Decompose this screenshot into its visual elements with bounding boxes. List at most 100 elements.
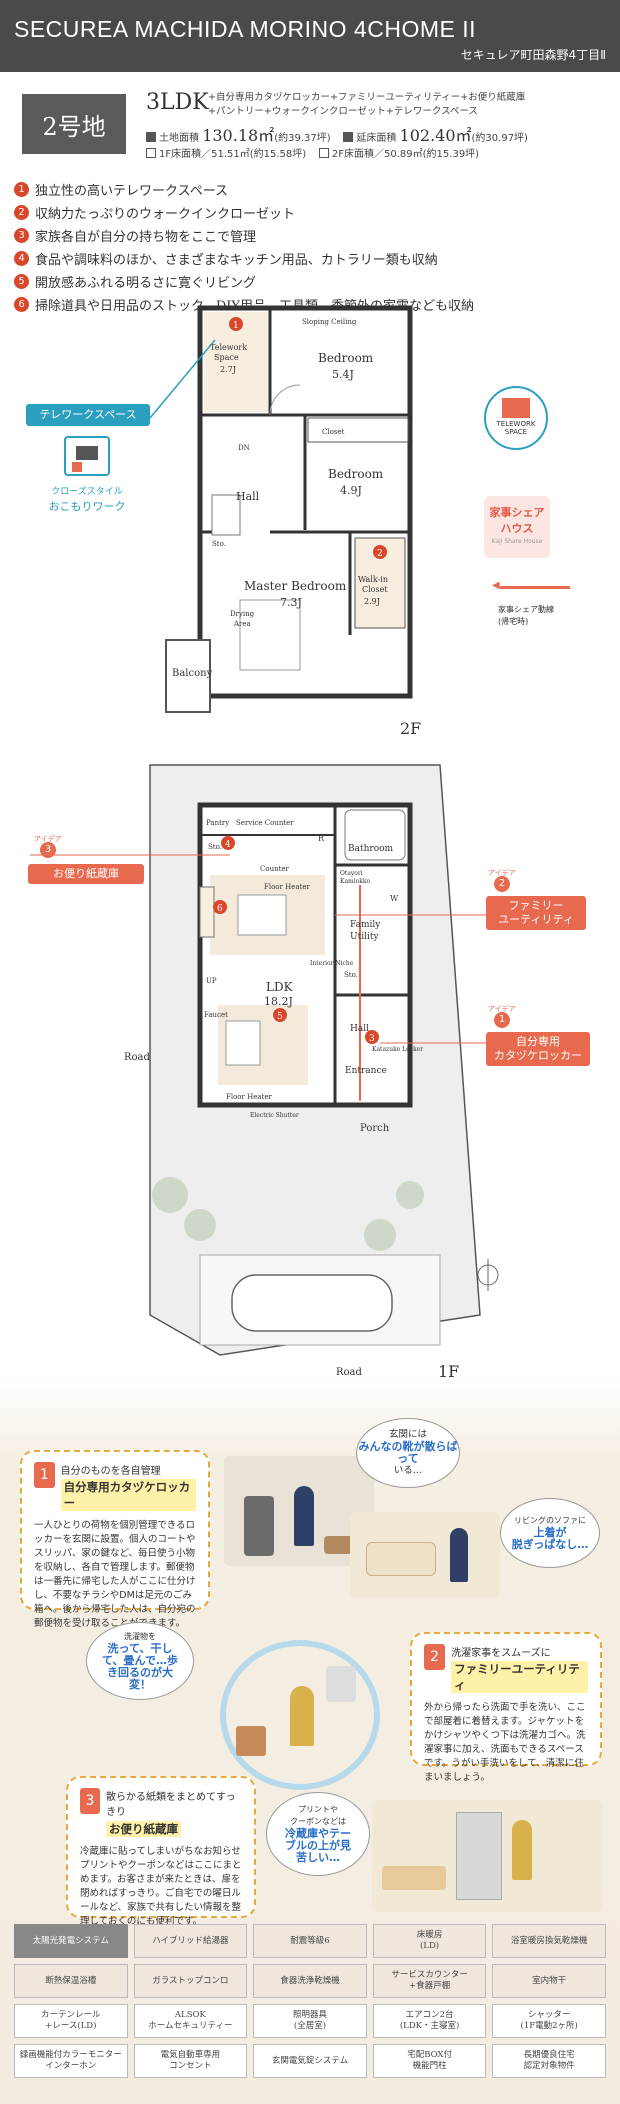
lot-number-badge: 2号地 (22, 94, 126, 154)
callout-2-number: 2 (494, 876, 510, 892)
equipment-item: 宅配BOX付 機能門柱 (372, 2044, 487, 2078)
locker-icon (244, 1496, 274, 1556)
callout-family-utility-1: ファミリー (508, 899, 564, 912)
illustration-entrance (224, 1456, 374, 1566)
closed-style-label: クローズスタイル (51, 487, 123, 497)
room-label: Counter (260, 865, 290, 873)
room-label: Bathroom (348, 844, 394, 854)
bubble-entrance: 玄関には みんなの靴が散らばって いる… (356, 1418, 460, 1488)
person-icon (290, 1686, 314, 1746)
bubble-entrance-main: みんなの靴が散らばって (358, 1440, 458, 1465)
bubble-laundry: 洗濯物を 洗って、干して、畳んで…歩き回るのが大変！ (86, 1622, 194, 1700)
table-icon (382, 1866, 446, 1890)
bathtub (344, 809, 406, 861)
closed-style-icon (64, 436, 110, 476)
tree (152, 1177, 188, 1213)
bubble-papers-top2: クーポンなどは (290, 1817, 346, 1826)
plan-type: 3LDK (146, 90, 209, 115)
equipment-item: 玄関電気錠システム (253, 2044, 367, 2078)
share-house-logo: 家事シェア ハウス Kaji Share House (484, 496, 550, 558)
room-label: Hall (350, 1024, 369, 1034)
callout-katazuke-1: 自分専用 (516, 1035, 560, 1048)
card-title: お便り紙蔵庫 (106, 1821, 181, 1837)
equipment-item: 太陽光発電システム (14, 1924, 128, 1958)
room-label: Walk-in (358, 575, 388, 584)
room-label: Entrance (345, 1066, 387, 1076)
feature-number: 4 (14, 251, 29, 266)
bubble-living-end: 脱ぎっぱなし… (511, 1538, 589, 1551)
share-house-text2: ハウス (500, 522, 534, 535)
equipment-item: 室内物干 (492, 1964, 606, 1998)
feature-number: 3 (14, 228, 29, 243)
equipment-item: エアコン2台 (LDK・主寝室) (372, 2004, 487, 2038)
room-label: Floor Heater (264, 883, 310, 891)
feature-text: 開放感あふれる明るさに寛ぐリビング (35, 276, 257, 291)
marker-5-1f (273, 1008, 287, 1022)
room-label: Service Counter (236, 819, 294, 827)
floor-plan-1f: Pantry Service Counter Sto. R Bathroom O… (30, 764, 499, 1381)
equipment-item: ALSOK ホームセキュリティー (133, 2004, 248, 2038)
bubble-living-main: 上着が (533, 1526, 567, 1539)
equipment-item: 電気自動車専用 コンセント (133, 2044, 248, 2078)
card-body: 外から帰ったら洗面で手を洗い、ここで部屋着に着替えます。ジャケットをかけシャツや… (424, 1702, 586, 1783)
property-title: SECUREA MACHIDA MORINO 4CHOME II (14, 16, 477, 42)
room-label: Balcony (172, 668, 213, 679)
callout-katazuke-2: カタヅケロッカー (494, 1049, 582, 1062)
room-label: Closet (322, 428, 345, 436)
floor-label-2f: 2F (400, 719, 421, 738)
area-row-main: 土地面積 130.18㎡(約39.37坪) 延床面積 102.40㎡(約30.9… (146, 122, 528, 146)
share-house-text1: 家事シェア (489, 506, 545, 519)
room-label: Hall (236, 490, 260, 503)
room-label: Sloping Ceiling (302, 318, 357, 326)
plan-extras: +自分専用カタヅケロッカー+ファミリーユーティリティー+お便り紙蔵庫 +パントリ… (208, 91, 525, 119)
f2-marker (318, 148, 329, 158)
equipment-item: 長期優良住宅 認定対象物件 (492, 2044, 606, 2078)
plan-extras-line2: +パントリー+ウォークインクローゼット+テレワークスペース (208, 106, 478, 117)
room-label: 2.9J (364, 597, 380, 606)
bed-master (239, 599, 301, 671)
card-titles: 洗濯家事をスムーズに ファミリーユーティリティ (451, 1644, 588, 1693)
feature-number: 5 (14, 274, 29, 289)
share-house-en: Kaji Share House (491, 538, 543, 545)
room-label: Family (350, 920, 381, 930)
equipment-item: シャッター (1F電動2ヶ所) (492, 2004, 606, 2038)
floor-label-1f: 1F (438, 1362, 459, 1381)
area-row-floors: 1F床面積／51.51㎡(約15.58坪) 2F床面積／50.89㎡(約15.3… (146, 145, 479, 160)
callout-family-utility-2: ユーティリティ (498, 913, 574, 926)
illustration-living (350, 1512, 500, 1598)
f2-area: 2F床面積／50.89㎡(約15.39坪) (331, 149, 480, 160)
bubble-laundry-main: 洗って、干して、畳んで…歩き回るのが大変！ (102, 1642, 178, 1691)
room-label: Closet (362, 585, 388, 594)
equipment-item: 照明器具 (全居室) (253, 2004, 367, 2038)
card-title: 自分専用カタヅケロッカー (60, 1479, 196, 1511)
floor-area-marker (343, 132, 354, 142)
room-label: Electric Shutter (250, 1112, 299, 1119)
telework-tag: テレワークスペース (26, 404, 150, 426)
feature-text: 独立性の高いテレワークスペース (35, 184, 229, 199)
card-number: 3 (80, 1788, 100, 1814)
marker-6-1f (213, 900, 227, 914)
property-subtitle: セキュレア町田森野4丁目Ⅱ (460, 48, 606, 62)
equipment-item: カーテンレール +レース(LD) (14, 2004, 128, 2038)
card-titles: 自分のものを各自管理 自分専用カタヅケロッカー (60, 1462, 196, 1511)
marker-3-1f (365, 1030, 379, 1044)
telework-connector (149, 339, 216, 419)
marker-3-1f-label: 3 (369, 1034, 375, 1044)
f1-area: 1F床面積／51.51㎡(約15.58坪) (159, 149, 307, 160)
equipment-item: 浴室暖房換気乾燥機 (492, 1924, 606, 1958)
bubble-laundry-top: 洗濯物を (124, 1632, 156, 1641)
feature-text: 収納力たっぷりのウォークインクローゼット (35, 207, 296, 222)
room-label: Utility (350, 932, 379, 942)
room-label: Area (233, 620, 251, 628)
chair-icon (72, 462, 82, 472)
callout-3-idea: アイデア (34, 835, 62, 843)
tree (396, 1181, 424, 1209)
feature-item: 5 開放感あふれる明るさに寛ぐリビング (14, 270, 614, 293)
room-label: Drying (230, 610, 255, 618)
room-label: Bedroom (328, 467, 384, 481)
room-label: Otayori (340, 870, 363, 877)
land-area-label: 土地面積 (159, 133, 199, 144)
card-otayori: 3 散らかる紙類をまとめてすっきり お便り紙蔵庫 冷蔵庫に貼ってしまいがちなお知… (66, 1776, 256, 1927)
